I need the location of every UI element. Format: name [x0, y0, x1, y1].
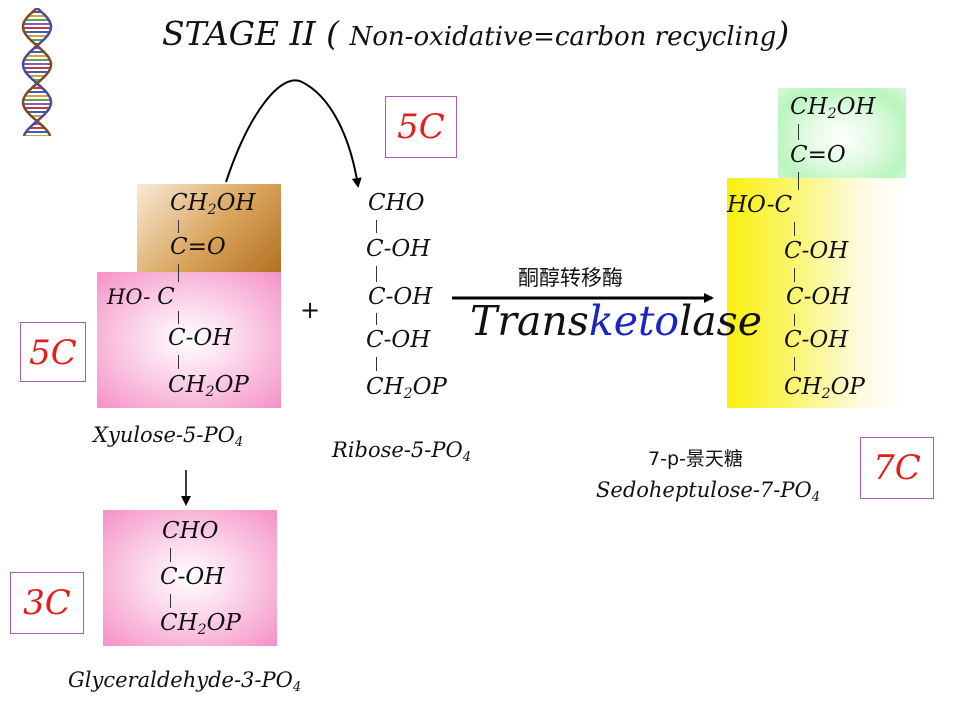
ribose-name: Ribose-5-PO4	[332, 438, 471, 465]
bond	[794, 314, 795, 326]
title-main: STAGE II	[162, 14, 316, 53]
sedoheptulose-atom-choh-2: C-OH	[786, 284, 851, 310]
glyceraldehyde-atom-cho: CHO	[162, 518, 219, 544]
ribose-atom-choh-3: C-OH	[366, 327, 431, 353]
xylulose-lower-highlight	[97, 272, 281, 408]
sedoheptulose-carbon-count: 7C	[860, 437, 934, 499]
bond	[798, 172, 799, 190]
bond	[178, 355, 179, 369]
glyceraldehyde-name: Glyceraldehyde-3-PO4	[68, 668, 302, 695]
sedoheptulose-atom-ch2oh: CH2OH	[790, 94, 876, 122]
bond	[170, 548, 171, 562]
bond	[794, 268, 795, 282]
glyceraldehyde-carbon-count: 3C	[10, 572, 84, 634]
xylulose-transferred-highlight	[137, 184, 281, 272]
sedoheptulose-atom-ch2op: CH2OP	[784, 374, 865, 402]
bond	[376, 357, 377, 371]
ribose-atom-cho: CHO	[368, 190, 425, 216]
ribose-carbon-count: 5C	[385, 96, 457, 158]
sedoheptulose-atom-choh-3: C-OH	[784, 327, 849, 353]
enzyme-chinese-name: 酮醇转移酶	[518, 266, 623, 290]
transfer-curve-arrow	[225, 79, 362, 188]
dna-helix-icon	[21, 8, 53, 136]
sedoheptulose-atom-hoc: HO-C	[727, 192, 793, 218]
sedoheptulose-lower-highlight	[727, 178, 906, 408]
glyceraldehyde-atom-choh: C-OH	[160, 564, 225, 590]
xylulose-name: Xyulose-5-PO4	[93, 423, 244, 450]
glyceraldehyde-highlight	[103, 510, 277, 646]
ribose-atom-ch2op: CH2OP	[366, 374, 447, 402]
glyceraldehyde-atom-ch2op: CH2OP	[160, 610, 241, 638]
bond	[178, 264, 179, 282]
enzyme-name: Transketolase	[470, 297, 762, 345]
page-title: STAGE II ( Non-oxidative=carbon recyclin…	[162, 14, 789, 53]
sedoheptulose-chinese-name: 7-p-景天糖	[648, 448, 743, 470]
title-subtitle: Non-oxidative=carbon recycling	[349, 22, 777, 52]
sedoheptulose-atom-choh-1: C-OH	[784, 238, 849, 264]
xylulose-atom-choh: C-OH	[168, 325, 233, 351]
sedoheptulose-name: Sedoheptulose-7-PO4	[596, 478, 821, 505]
bond	[178, 311, 179, 324]
xylulose-atom-ho: HO- C	[107, 284, 175, 310]
sedoheptulose-atom-carbonyl: C=O	[790, 142, 846, 168]
title-close-paren: )	[776, 14, 790, 53]
xylulose-atom-ch2oh: CH2OH	[170, 190, 256, 218]
bond	[794, 357, 795, 371]
bond	[376, 220, 377, 233]
plus-sign: +	[300, 296, 321, 324]
ribose-atom-choh-2: C-OH	[368, 284, 433, 310]
xylulose-carbon-count: 5C	[20, 322, 86, 382]
bond	[178, 220, 179, 233]
bond	[376, 313, 377, 325]
bond	[170, 594, 171, 608]
bond	[798, 124, 799, 140]
xylulose-atom-carbonyl: C=O	[170, 234, 226, 260]
ribose-atom-choh-1: C-OH	[366, 236, 431, 262]
xylulose-atom-ch2op: CH2OP	[168, 372, 249, 400]
bond	[794, 222, 795, 236]
title-open-paren: (	[326, 14, 340, 53]
sedoheptulose-transferred-highlight	[778, 88, 906, 178]
dna-strand	[21, 8, 53, 136]
dna-strand	[21, 8, 53, 136]
bond	[376, 266, 377, 282]
